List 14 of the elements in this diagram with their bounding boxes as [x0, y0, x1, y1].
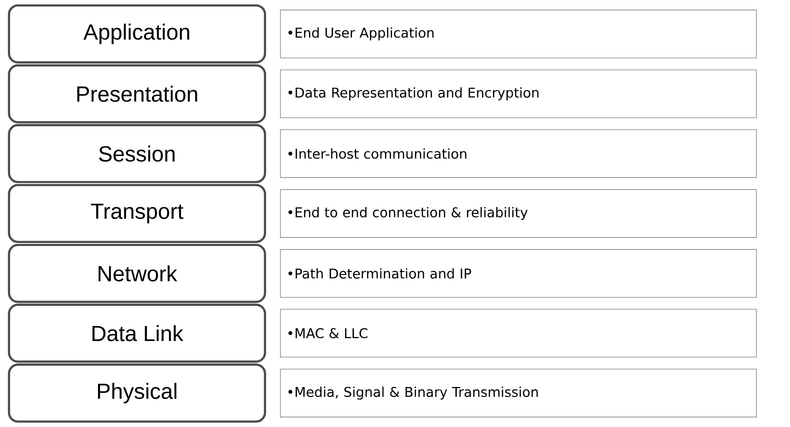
description-box: •Data Representation and Encryption: [280, 69, 757, 118]
layer-name-box: Data Link: [8, 304, 266, 363]
layer-name-box: Presentation: [8, 64, 266, 124]
description-box: •Inter-host communication: [280, 129, 757, 178]
description-box: •Media, Signal & Binary Transmission: [280, 368, 757, 418]
layer-name-box: Network: [8, 244, 266, 303]
layer-name-box: Application: [8, 4, 266, 64]
layer-name-box: Session: [8, 124, 266, 184]
layer-name-box: Physical: [8, 364, 266, 423]
description-box: •MAC & LLC: [280, 308, 757, 358]
layer-name-box: Transport: [8, 184, 266, 244]
description-box: •End User Application: [280, 10, 757, 58]
description-box: •End to end connection & reliability: [280, 189, 757, 238]
description-box: •Path Determination and IP: [280, 249, 757, 298]
